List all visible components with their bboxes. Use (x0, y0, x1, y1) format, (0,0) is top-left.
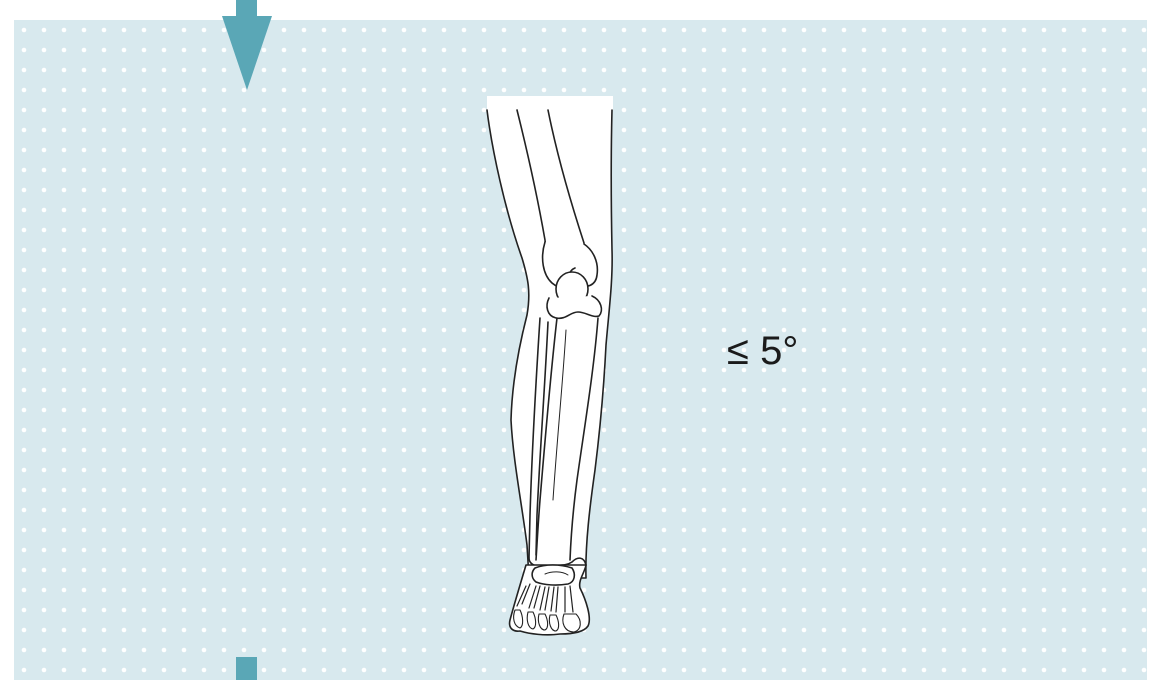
arrow-down-icon (222, 0, 272, 90)
angle-label: ≤ 5° (727, 329, 798, 373)
bar-marker-icon (236, 657, 257, 680)
leg-skeleton-illustration (486, 96, 613, 636)
